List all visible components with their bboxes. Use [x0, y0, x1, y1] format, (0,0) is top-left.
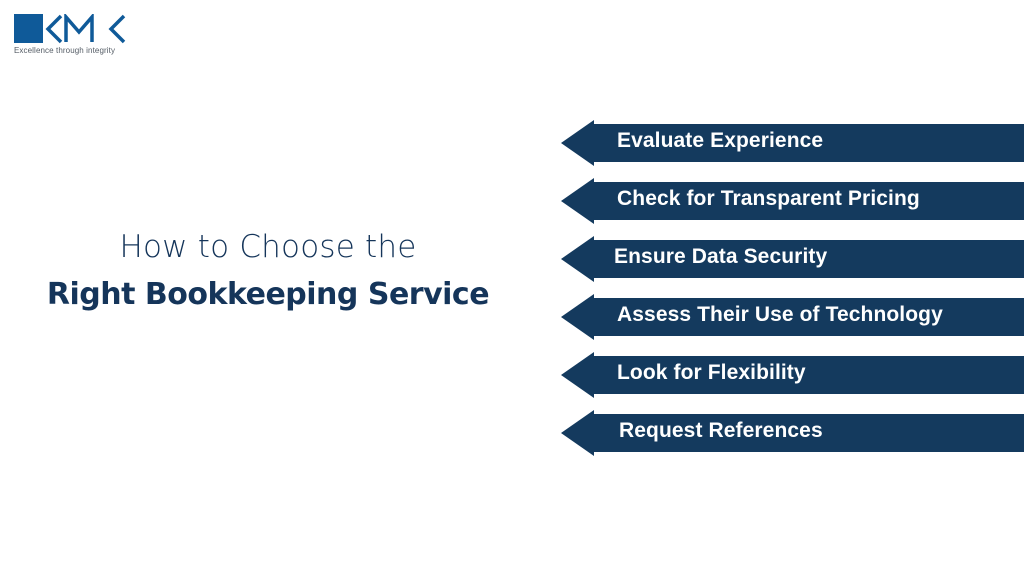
- step-arrow-6: Request References: [561, 410, 1024, 456]
- step-label: Ensure Data Security: [614, 245, 828, 268]
- left-arrow-shape-icon: [561, 236, 1024, 282]
- step-label: Evaluate Experience: [617, 129, 824, 152]
- left-arrow-shape-icon: [561, 120, 1024, 166]
- kmk-logo-mark-icon: [14, 14, 126, 44]
- step-arrow-2: Check for Transparent Pricing: [561, 178, 1024, 224]
- title-line-1: How to Choose the: [119, 229, 417, 265]
- left-arrow-shape-icon: [561, 294, 1024, 340]
- step-label: Assess Their Use of Technology: [617, 303, 943, 326]
- step-label: Request References: [619, 419, 823, 442]
- step-label: Look for Flexibility: [617, 361, 806, 384]
- step-arrow-4: Assess Their Use of Technology: [561, 294, 1024, 340]
- title-line-2: Right Bookkeeping Service: [46, 277, 490, 312]
- logo-tagline: Excellence through integrity: [14, 46, 116, 55]
- step-label: Check for Transparent Pricing: [617, 187, 920, 210]
- left-arrow-shape-icon: [561, 410, 1024, 456]
- left-arrow-shape-icon: [561, 352, 1024, 398]
- step-arrow-1: Evaluate Experience: [561, 120, 1024, 166]
- step-arrow-3: Ensure Data Security: [561, 236, 1024, 282]
- left-arrow-shape-icon: [561, 178, 1024, 224]
- kmk-logo: Excellence through integrity: [14, 14, 134, 58]
- step-arrow-5: Look for Flexibility: [561, 352, 1024, 398]
